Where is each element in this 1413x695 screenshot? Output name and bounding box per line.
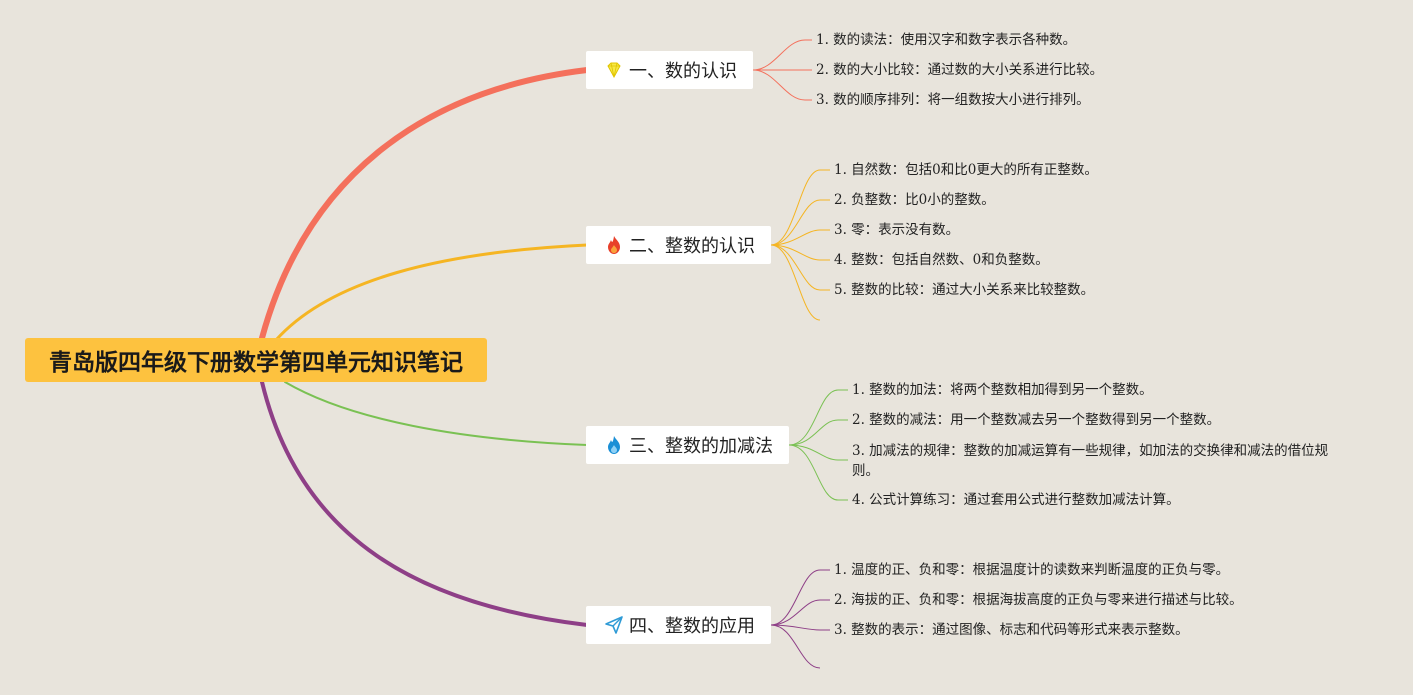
connector-branch-2 [274, 243, 589, 342]
flame-icon [604, 235, 624, 255]
send-icon [604, 615, 624, 635]
leaf-item[interactable]: 3. 整数的表示：通过图像、标志和代码等形式来表示整数。 [834, 622, 1189, 638]
branch-title-3: 三、整数的加减法 [629, 436, 773, 457]
leaf-connectors-3 [788, 389, 848, 501]
leaf-item[interactable]: 3. 数的顺序排列：将一组数按大小进行排列。 [816, 92, 1090, 108]
diamond-icon [604, 60, 624, 80]
leaf-connectors-2 [770, 169, 830, 321]
branch-topic-3[interactable]: 三、整数的加减法 [586, 426, 789, 464]
branch-title-4: 四、整数的应用 [629, 616, 755, 637]
leaf-item[interactable]: 3. 加减法的规律：整数的加减运算有一些规律，如加法的交换律和减法的借位规则。 [852, 443, 1329, 479]
leaf-item[interactable]: 2. 整数的减法：用一个整数减去另一个整数得到另一个整数。 [852, 412, 1221, 428]
leaf-item[interactable]: 4. 公式计算练习：通过套用公式进行整数加减法计算。 [852, 492, 1180, 508]
leaf-item[interactable]: 3. 零：表示没有数。 [834, 222, 960, 238]
leaf-item[interactable]: 1. 温度的正、负和零：根据温度计的读数来判断温度的正负与零。 [834, 562, 1230, 578]
branch-topic-1[interactable]: 一、数的认识 [586, 51, 753, 89]
connector-branch-4 [260, 380, 589, 627]
branch-title-2: 二、整数的认识 [629, 236, 755, 257]
leaf-connectors-4 [770, 569, 830, 669]
leaf-item[interactable]: 1. 整数的加法：将两个整数相加得到另一个整数。 [852, 382, 1153, 398]
leaf-item[interactable]: 5. 整数的比较：通过大小关系来比较整数。 [834, 282, 1095, 298]
leaf-item[interactable]: 4. 整数：包括自然数、0和负整数。 [834, 252, 1049, 268]
connector-branch-1 [259, 67, 590, 341]
branch-topic-2[interactable]: 二、整数的认识 [586, 226, 771, 264]
root-title: 青岛版四年级下册数学第四单元知识笔记 [49, 350, 463, 376]
root-topic[interactable]: 青岛版四年级下册数学第四单元知识笔记 [25, 338, 487, 382]
branch-title-1: 一、数的认识 [629, 61, 737, 82]
leaf-item[interactable]: 2. 海拔的正、负和零：根据海拔高度的正负与零来进行描述与比较。 [834, 592, 1243, 608]
leaf-item[interactable]: 1. 自然数：包括0和比0更大的所有正整数。 [834, 162, 1098, 178]
blue-flame-icon [604, 435, 624, 455]
branch-topic-4[interactable]: 四、整数的应用 [586, 606, 771, 644]
leaf-connectors-1 [752, 39, 812, 101]
leaf-item[interactable]: 2. 负整数：比0小的整数。 [834, 192, 995, 208]
leaf-item[interactable]: 1. 数的读法：使用汉字和数字表示各种数。 [816, 32, 1077, 48]
leaf-item[interactable]: 2. 数的大小比较：通过数的大小关系进行比较。 [816, 62, 1104, 78]
connector-branch-3 [284, 381, 588, 446]
